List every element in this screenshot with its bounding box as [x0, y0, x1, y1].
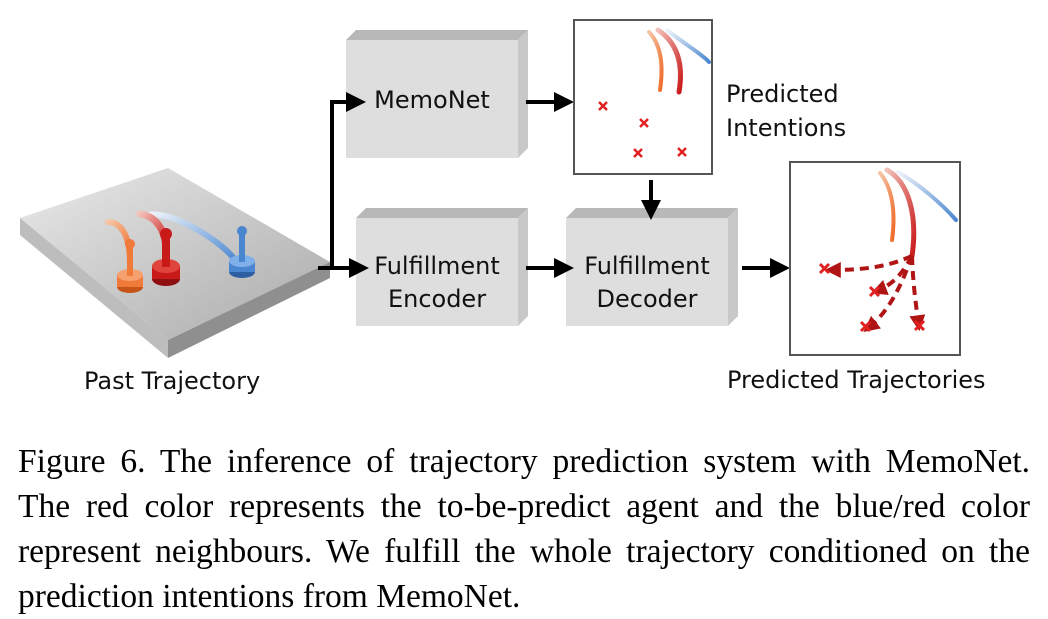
agent-pin-icon — [229, 226, 255, 278]
predicted-intentions-panel — [573, 19, 713, 175]
arrow-icon — [318, 92, 790, 278]
memonet-label: MemoNet — [374, 86, 490, 114]
past-trajectory-scene — [20, 168, 330, 358]
inference-diagram: MemoNet Fulfillment Encoder Fulfillment … — [20, 19, 986, 395]
agent-pin-icon — [117, 239, 143, 293]
memonet-box — [346, 30, 528, 158]
predicted-intentions-label: Predicted Intentions — [726, 80, 847, 142]
fulfillment-decoder-label: Fulfillment Decoder — [584, 252, 710, 313]
predicted-paths — [824, 254, 926, 332]
diagram-canvas — [20, 19, 961, 358]
x-marker-icon — [598, 101, 687, 158]
predicted-trajectories-panel — [789, 161, 961, 356]
agent-pin-icon — [152, 228, 180, 286]
fulfillment-encoder-box — [356, 208, 528, 326]
fulfillment-decoder-box — [566, 208, 738, 326]
past-trajectory-label: Past Trajectory — [84, 367, 261, 395]
fulfillment-encoder-label: Fulfillment Encoder — [374, 252, 500, 313]
x-marker-icon — [818, 262, 926, 333]
predicted-trajectories-label: Predicted Trajectories — [727, 366, 986, 394]
figure-caption: Figure 6. The inference of trajectory pr… — [18, 442, 1030, 615]
